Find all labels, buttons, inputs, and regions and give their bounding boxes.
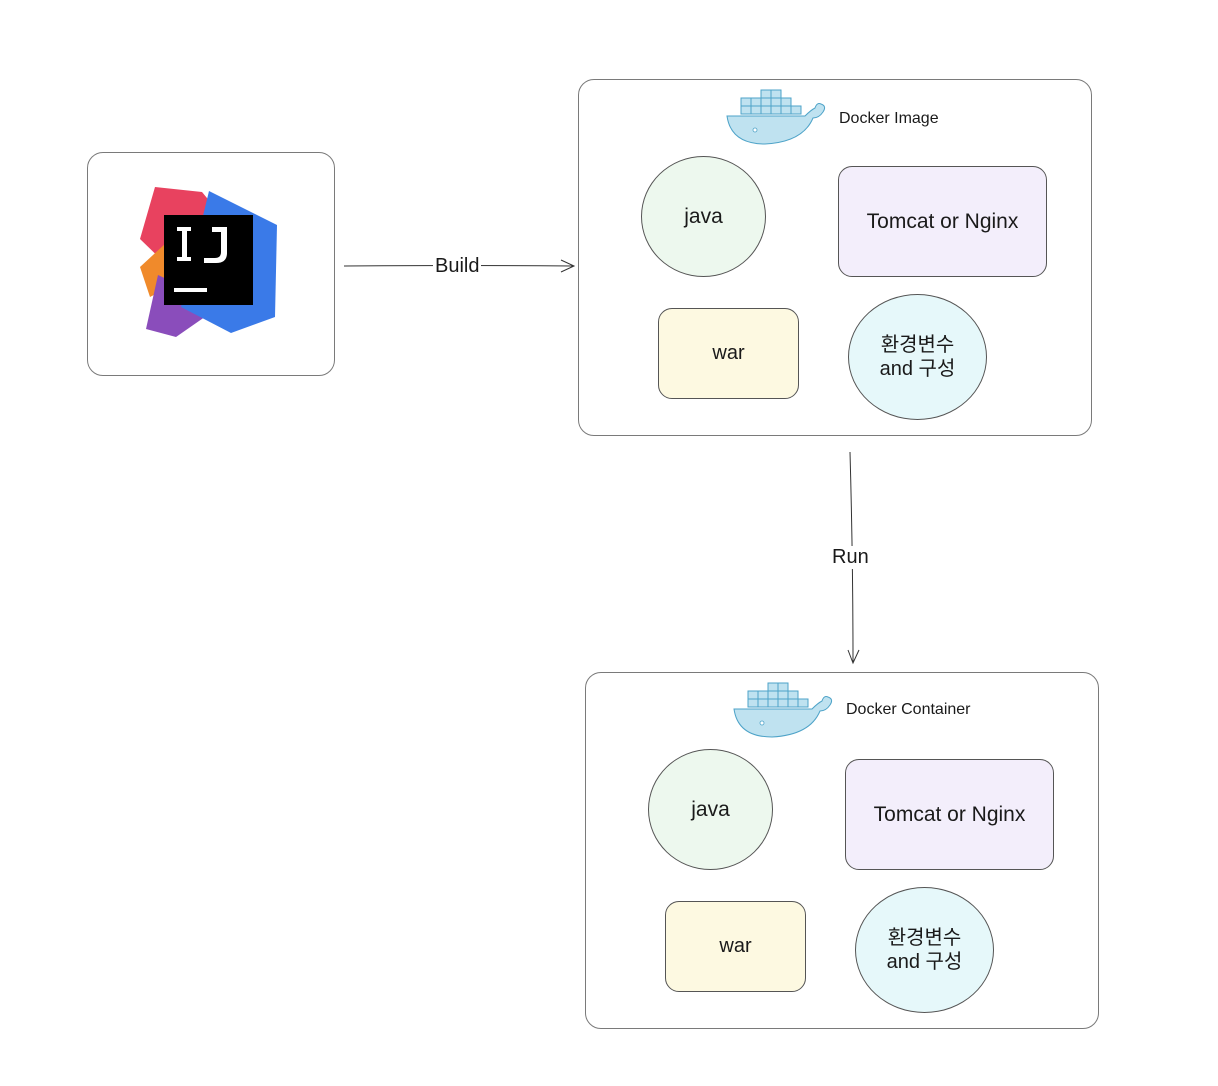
ide-box [87,152,335,376]
docker-container-title: Docker Container [846,701,971,718]
docker-image-box: Docker Image java Tomcat or Nginx war 환경… [578,79,1092,436]
java-node: java [641,156,766,277]
java-node: java [648,749,773,870]
tomcat-nginx-node: Tomcat or Nginx [838,166,1047,277]
docker-container-box: Docker Container java Tomcat or Nginx wa… [585,672,1099,1029]
env-line-1: 환경변수 [880,334,955,356]
war-node: war [665,901,806,992]
env-line-2: and 구성 [879,358,956,380]
docker-whale-icon [726,89,826,145]
env-line-1: 환경변수 [887,927,962,949]
docker-image-title: Docker Image [839,110,939,127]
run-label: Run [830,546,871,569]
tomcat-nginx-node: Tomcat or Nginx [845,759,1054,870]
env-config-node: 환경변수 and 구성 [855,887,994,1013]
build-label: Build [433,255,482,278]
env-config-node: 환경변수 and 구성 [848,294,987,420]
war-node: war [658,308,799,399]
docker-whale-icon [733,682,833,738]
intellij-logo-icon [140,187,277,337]
env-line-2: and 구성 [886,951,963,973]
